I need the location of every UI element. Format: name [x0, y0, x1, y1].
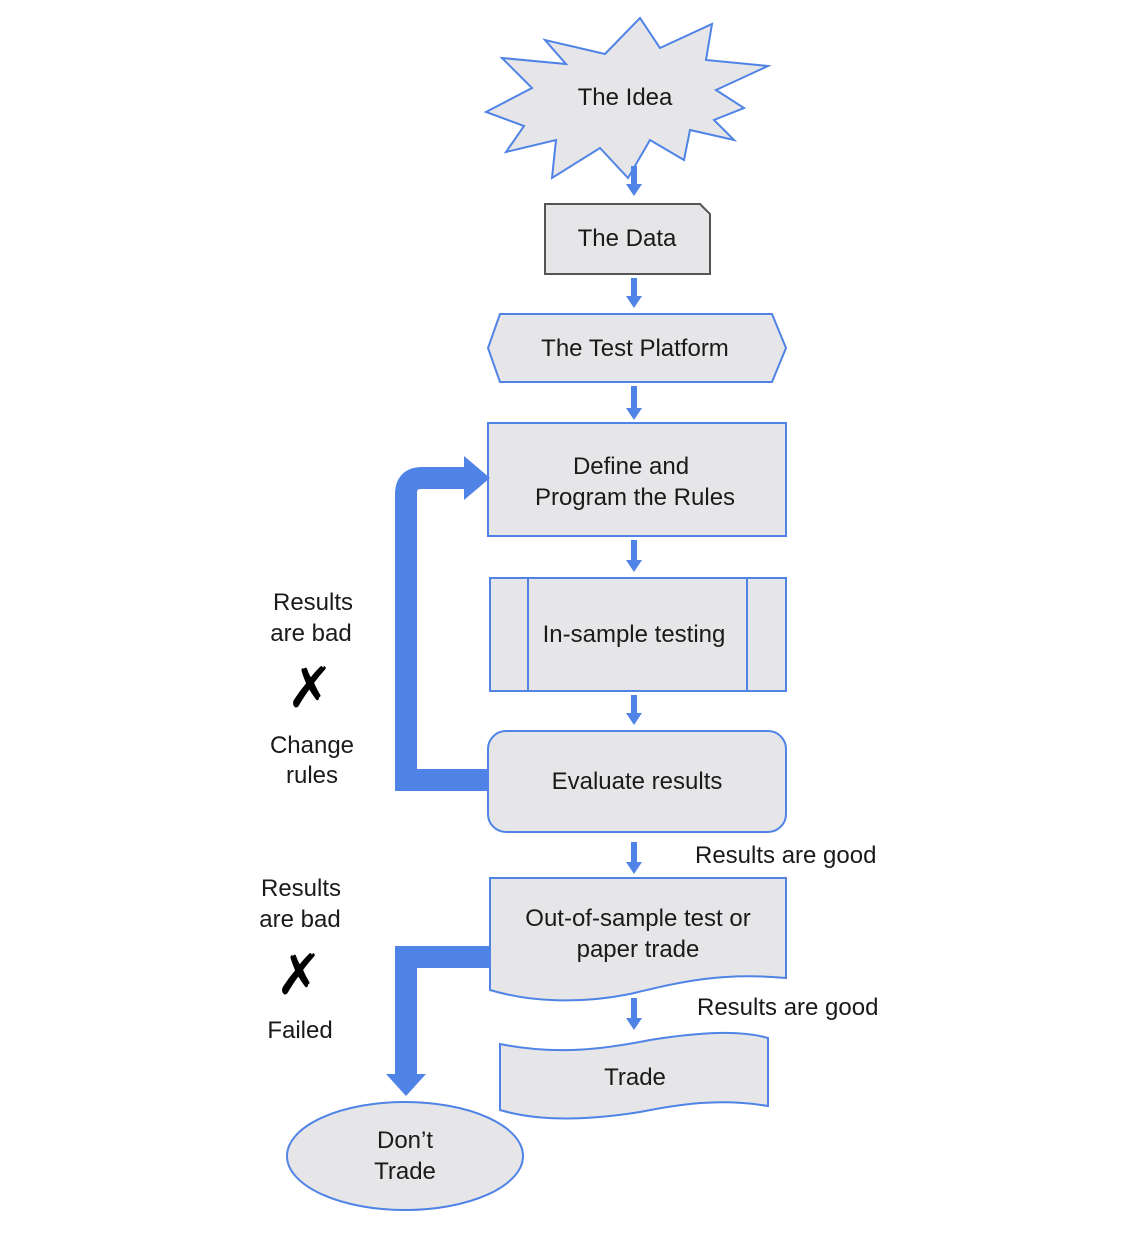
loop-bad-line2: are bad [270, 620, 351, 647]
insample-node: In-sample testing [489, 577, 787, 692]
oos-document [489, 877, 787, 1002]
data-label: The Data [578, 225, 677, 252]
fail-bad-labels: Results are bad ✗ Failed [259, 875, 341, 1044]
arrow-platform-to-define [626, 386, 642, 420]
arrow-define-to-insample [626, 540, 642, 572]
arrow-oos-to-trade [626, 998, 642, 1030]
arrow-idea-to-data [626, 166, 642, 196]
arrow-data-to-platform [626, 278, 642, 308]
trade-node: Trade [499, 1031, 769, 1120]
oos-node: Out-of-sample test or paper trade [489, 877, 787, 1002]
trade-label: Trade [604, 1064, 666, 1091]
dont-trade-line2: Trade [374, 1158, 436, 1185]
trade-tape [499, 1031, 769, 1120]
evaluate-label: Evaluate results [552, 768, 723, 795]
platform-hexagon [486, 313, 788, 383]
dont-trade-node: Don’t Trade [286, 1101, 524, 1211]
insample-label: In-sample testing [543, 621, 726, 648]
dont-trade-line1: Don’t [377, 1127, 433, 1154]
data-node: The Data [544, 203, 711, 275]
dont-trade-ellipse [286, 1101, 524, 1211]
arrow-insample-to-evaluate [626, 695, 642, 725]
platform-node: The Test Platform [486, 313, 788, 383]
define-label-line2: Program the Rules [535, 484, 735, 511]
define-node: Define and Program the Rules [487, 422, 787, 537]
oos-label-line2: paper trade [577, 936, 700, 963]
evaluate-node: Evaluate results [487, 730, 787, 833]
edge-label-good-1: Results are good [695, 842, 876, 869]
define-label-line1: Define and [573, 453, 689, 480]
edge-label-good-2: Results are good [697, 994, 878, 1021]
oos-label-line1: Out-of-sample test or [525, 905, 750, 932]
data-shape [544, 203, 711, 275]
fail-arrow [386, 946, 490, 1096]
loop-bad-labels: Results are bad ✗ Change rules [270, 589, 354, 789]
platform-label: The Test Platform [541, 335, 729, 362]
loop-arrow-change-rules [395, 456, 490, 791]
loop-bad-line1: Results [273, 589, 353, 616]
change-rules-line2: rules [286, 762, 338, 789]
failed-label: Failed [267, 1017, 332, 1044]
change-rules-line1: Change [270, 732, 354, 759]
idea-label: The Idea [578, 84, 673, 111]
fail-x-icon: ✗ [276, 943, 323, 1008]
arrow-evaluate-to-oos [626, 842, 642, 874]
loop-x-icon: ✗ [287, 656, 334, 721]
idea-starburst [483, 16, 772, 180]
fail-bad-line1: Results [261, 875, 341, 902]
fail-bad-line2: are bad [259, 906, 340, 933]
define-box [487, 422, 787, 537]
insample-box [489, 577, 787, 692]
idea-node: The Idea [483, 16, 772, 180]
